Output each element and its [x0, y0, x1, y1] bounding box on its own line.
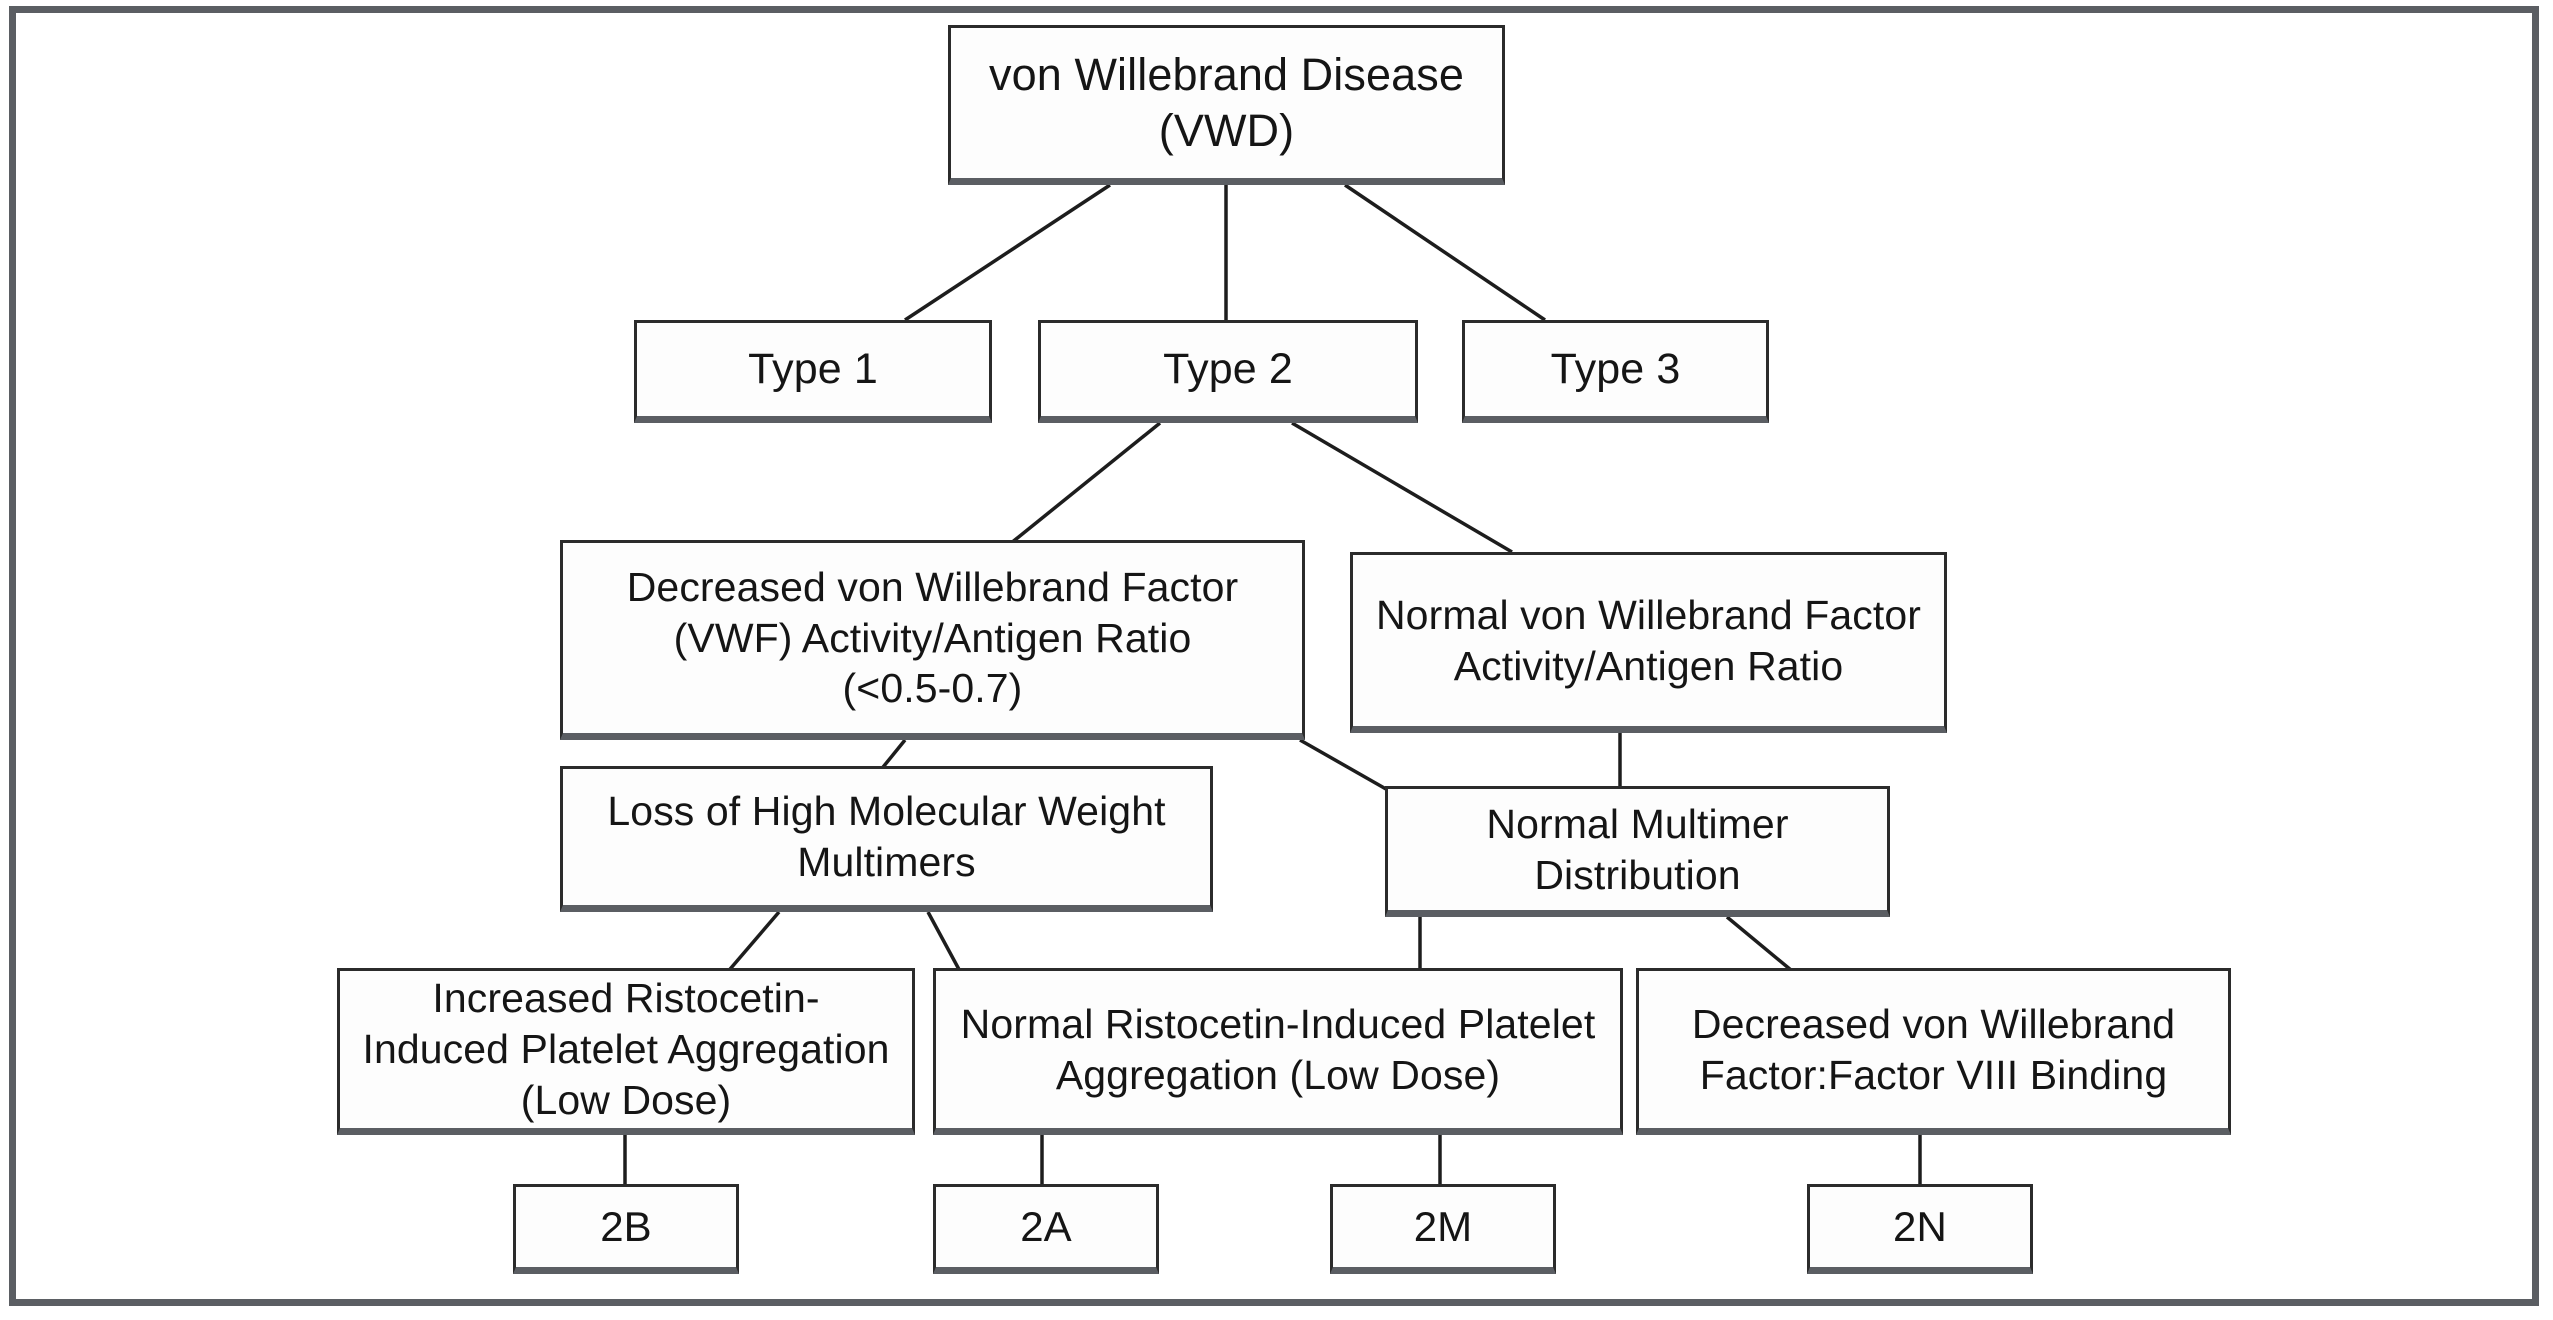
node-normal-multimer-distribution[interactable]: Normal Multimer Distribution	[1385, 786, 1890, 917]
node-label: 2B	[600, 1202, 652, 1250]
node-von-willebrand-disease[interactable]: von Willebrand Disease (VWD)	[948, 25, 1505, 185]
node-label: Type 1	[748, 344, 878, 393]
node-label: von Willebrand Disease (VWD)	[989, 49, 1464, 156]
node-increased-ristocetin-induced-platelet-aggregation[interactable]: Increased Ristocetin- Induced Platelet A…	[337, 968, 915, 1135]
node-label: Increased Ristocetin- Induced Platelet A…	[362, 975, 890, 1123]
node-label: 2M	[1413, 1202, 1473, 1250]
node-label: Type 3	[1550, 344, 1681, 393]
node-loss-of-high-molecular-weight-multimers[interactable]: Loss of High Molecular Weight Multimers	[560, 766, 1213, 912]
node-label: 2N	[1893, 1202, 1947, 1250]
node-decreased-vwf-factor-viii-binding[interactable]: Decreased von Willebrand Factor:Factor V…	[1636, 968, 2231, 1135]
node-label: Decreased von Willebrand Factor:Factor V…	[1691, 1000, 2176, 1098]
node-decreased-vwf-activity-antigen-ratio[interactable]: Decreased von Willebrand Factor (VWF) Ac…	[560, 540, 1305, 740]
node-subtype-2a[interactable]: 2A	[933, 1184, 1159, 1274]
node-label: 2A	[1020, 1202, 1072, 1250]
node-normal-vwf-activity-antigen-ratio[interactable]: Normal von Willebrand Factor Activity/An…	[1350, 552, 1947, 733]
node-subtype-2n[interactable]: 2N	[1807, 1184, 2033, 1274]
node-label: Normal Multimer Distribution	[1486, 800, 1789, 898]
node-label: Decreased von Willebrand Factor (VWF) Ac…	[626, 563, 1239, 712]
node-label: Type 2	[1163, 344, 1293, 393]
node-type-1[interactable]: Type 1	[634, 320, 992, 423]
node-label: Loss of High Molecular Weight Multimers	[607, 788, 1166, 885]
node-type-3[interactable]: Type 3	[1462, 320, 1769, 423]
node-label: Normal Ristocetin-Induced Platelet Aggre…	[960, 1000, 1596, 1098]
node-label: Normal von Willebrand Factor Activity/An…	[1375, 591, 1922, 689]
node-subtype-2b[interactable]: 2B	[513, 1184, 739, 1274]
node-type-2[interactable]: Type 2	[1038, 320, 1418, 423]
node-normal-ristocetin-induced-platelet-aggregation[interactable]: Normal Ristocetin-Induced Platelet Aggre…	[933, 968, 1623, 1135]
node-subtype-2m[interactable]: 2M	[1330, 1184, 1556, 1274]
